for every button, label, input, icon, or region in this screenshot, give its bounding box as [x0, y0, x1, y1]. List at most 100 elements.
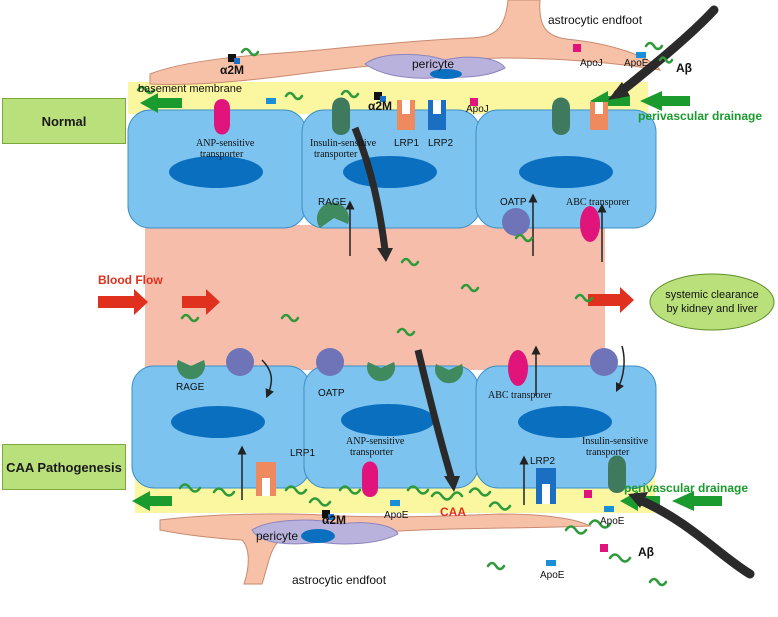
transport-arrow-bottom-middle [414, 349, 456, 482]
a2m-top-mid-label: α2M [368, 99, 392, 113]
lrp1-receptor-top [397, 100, 415, 130]
a2m-top-left-label: α2M [220, 63, 244, 77]
rage-curve-bottom [261, 359, 274, 399]
apoe-marker-top-left [266, 98, 276, 104]
rage-receptor-bottom-2 [367, 362, 396, 382]
amyloid-beta-peptides [136, 41, 674, 587]
insulin-transporter-bottom [608, 455, 626, 493]
caa-label: CAA [440, 505, 466, 519]
oatp-transporter-bottom-1 [226, 348, 254, 376]
apoe-bottom-mid-label: ApoE [384, 510, 409, 521]
insulin-top-label-2: transporter [314, 149, 358, 160]
drainage-arrow-top-3 [140, 93, 182, 113]
lrp2-top-label: LRP2 [428, 138, 453, 149]
basement-membrane-label: basement membrane [138, 83, 242, 95]
abeta-bottom-label: Aβ [638, 545, 654, 559]
entry-arrow-top [613, 5, 719, 99]
nucleus-top-3 [519, 156, 613, 188]
anp-top-label-1: ANP-sensitive [196, 138, 255, 149]
apoe-marker-bottom-mid [390, 500, 400, 506]
a2m-marker-top-left [228, 54, 236, 62]
lrp2-bottom-label: LRP2 [530, 456, 555, 467]
caa-label-box: CAA Pathogenesis [2, 444, 126, 490]
perivascular-drainage-top-label: perivascular drainage [638, 109, 762, 123]
blood-flow-arrow-1 [98, 289, 148, 315]
a2m-marker-bottom [322, 510, 330, 518]
apoe-top-right-label: ApoE [624, 58, 649, 69]
transport-arrow-top-middle [351, 126, 389, 251]
abeta-top-label: Aβ [676, 61, 692, 75]
abc-transporter-bottom [508, 350, 528, 386]
pericyte-top-nucleus [430, 69, 462, 79]
oatp-transporter-bottom-2 [316, 348, 344, 376]
rage-receptor-bottom-3 [435, 364, 463, 384]
entry-arrow-bottom [635, 495, 755, 579]
drainage-arrow-bottom-1 [672, 491, 722, 511]
anp-transporter-bottom [362, 461, 378, 497]
normal-label: Normal [41, 113, 87, 129]
apoj-marker-top-right [573, 44, 581, 52]
rage-bottom-label: RAGE [176, 382, 205, 393]
astrocytic-endfoot-top [149, 0, 662, 86]
oatp-transporter-bottom-3 [590, 348, 618, 376]
apoe-bottom-low-label: ApoE [540, 570, 565, 581]
nucleus-top-2 [343, 156, 437, 188]
oatp-curve-bottom [615, 345, 625, 393]
lrp1-bottom-label: LRP1 [290, 448, 315, 459]
insulin-transporter-top-right [552, 97, 570, 135]
vessel-lumen [145, 225, 605, 370]
pericyte-bottom-nucleus [301, 529, 335, 543]
systemic-clearance-node [649, 273, 775, 331]
pericyte-bottom-label: pericyte [256, 529, 298, 543]
lrp1-receptor-top-right [590, 102, 608, 130]
insulin-transporter-top [332, 97, 350, 135]
nucleus-bottom-3 [518, 406, 612, 438]
anp-top-label-2: transporter [200, 149, 244, 160]
apoj-marker-bottom [600, 544, 608, 552]
a2m-marker-top-mid [374, 92, 382, 100]
anp-bottom-label-2: transporter [350, 447, 394, 458]
apoe-marker-top-right [636, 52, 646, 58]
apoe-marker-bottom-low [546, 560, 556, 566]
caa-pathogenesis-label: CAA Pathogenesis [6, 459, 122, 475]
a2m-bottom-label: α2M [322, 513, 346, 527]
blood-flow-arrow-2 [182, 289, 220, 315]
systemic-clearance-line-2: by kidney and liver [666, 303, 757, 315]
astrocytic-endfoot-top-label: astrocytic endfoot [548, 13, 643, 27]
lrp2-receptor-top [428, 100, 446, 130]
oatp-transporter-top [502, 208, 530, 236]
oatp-bottom-label: OATP [318, 388, 345, 399]
blood-flow-arrow-3 [588, 287, 634, 313]
nucleus-bottom-2 [341, 404, 435, 436]
lrp1-top-label: LRP1 [394, 138, 419, 149]
apoj-marker-bottom-2 [584, 490, 592, 498]
insulin-bottom-label-2: transporter [586, 447, 630, 458]
insulin-top-label-1: Insulin-sensitive [310, 138, 377, 149]
apoe-marker-bottom-right [604, 506, 614, 512]
apoj-top-mid-label: ApoJ [466, 104, 489, 115]
abc-transporter-top [580, 206, 600, 242]
astrocytic-endfoot-bottom-label: astrocytic endfoot [292, 573, 387, 587]
pericyte-top [364, 53, 506, 79]
nucleus-bottom-1 [171, 406, 265, 438]
pericyte-top-label: pericyte [412, 57, 454, 71]
oatp-top-label: OATP [500, 197, 527, 208]
apoe-bottom-right-label: ApoE [600, 516, 625, 527]
abc-top-label: ABC transporer [566, 197, 630, 208]
normal-label-box: Normal [2, 98, 126, 144]
apoj-marker-top-mid [470, 98, 478, 106]
drainage-arrow-top-1 [640, 91, 690, 111]
rage-top-label: RAGE [318, 197, 347, 208]
apoj-top-right-label: ApoJ [580, 58, 603, 69]
perivascular-drainage-bottom-label: perivascular drainage [624, 481, 748, 495]
drainage-arrow-bottom-3 [132, 491, 172, 511]
rage-receptor-bottom-1 [177, 360, 205, 380]
nucleus-top-1 [169, 156, 263, 188]
insulin-bottom-label-1: Insulin-sensitive [582, 436, 649, 447]
blood-flow-label: Blood Flow [98, 273, 163, 287]
rage-receptor-top [316, 202, 349, 228]
anp-bottom-label-1: ANP-sensitive [346, 436, 405, 447]
systemic-clearance-line-1: systemic clearance [665, 289, 759, 301]
abc-bottom-label: ABC transporer [488, 390, 552, 401]
